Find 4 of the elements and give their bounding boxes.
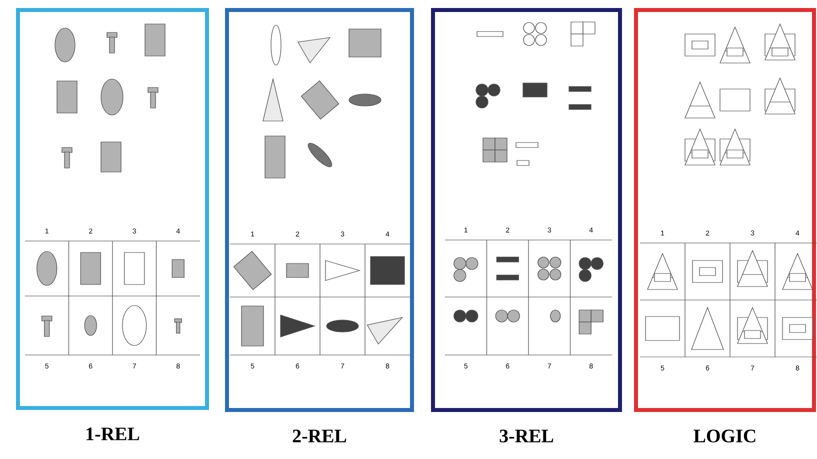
node-label: LOGIC [694,430,756,442]
node-label: 1-REL [86,428,140,440]
node-label: 3-REL [500,430,554,442]
node-label: 2-REL [292,430,346,442]
